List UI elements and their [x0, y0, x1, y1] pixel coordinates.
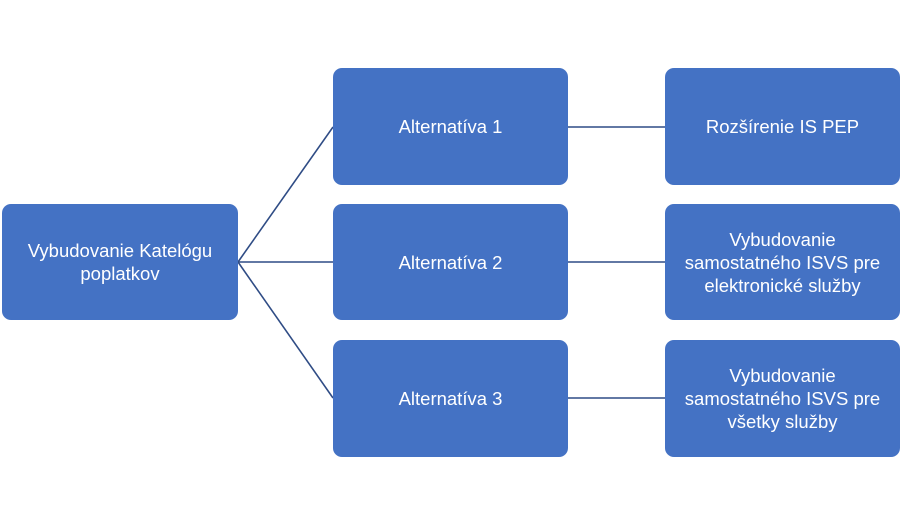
root-node: Vybudovanie Katelógu poplatkov [2, 204, 238, 320]
alternative-node-1-label: Alternatíva 1 [398, 116, 503, 137]
outcome-node-1-label: Rozšírenie IS PEP [705, 116, 860, 137]
alternative-node-3-label: Alternatíva 3 [398, 388, 503, 409]
outcome-node-3: Vybudovanie samostatného ISVS pre všetky… [665, 340, 900, 457]
connector-root-alt1 [237, 126, 334, 263]
alternative-node-2-label: Alternatíva 2 [398, 251, 503, 273]
alternative-node-1: Alternatíva 1 [333, 68, 568, 185]
connector-root-alt3 [237, 261, 334, 399]
alternative-node-3: Alternatíva 3 [333, 340, 568, 457]
outcome-node-1: Rozšírenie IS PEP [665, 68, 900, 185]
alternative-node-2: Alternatíva 2 [333, 204, 568, 320]
root-node-label: Vybudovanie Katelógu poplatkov [27, 240, 213, 284]
outcome-node-2-label: Vybudovanie samostatného ISVS pre elektr… [684, 228, 881, 296]
outcome-node-3-label: Vybudovanie samostatného ISVS pre všetky… [684, 365, 881, 432]
outcome-node-2: Vybudovanie samostatného ISVS pre elektr… [665, 204, 900, 320]
